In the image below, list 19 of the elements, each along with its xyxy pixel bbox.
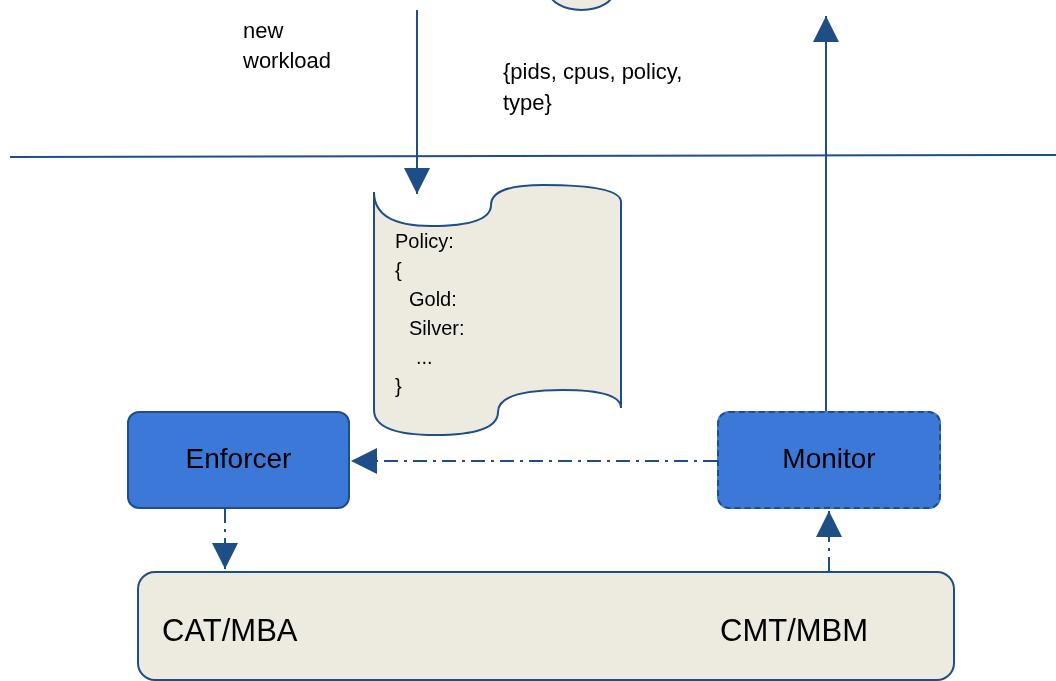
hardware-box	[137, 571, 955, 681]
arrow	[350, 448, 718, 474]
arrow	[212, 508, 238, 570]
component-label: CAT/MBA	[162, 613, 298, 649]
policy-text: ...	[416, 346, 433, 369]
arrow	[404, 9, 430, 195]
data-label: {pids, cpus, policy, type}	[503, 58, 684, 117]
arrow	[813, 15, 839, 412]
policy-text: }	[395, 375, 402, 398]
box-label: Enforcer	[184, 443, 293, 475]
policy-text: Silver:	[409, 317, 465, 340]
arrow	[816, 510, 842, 572]
policy-text: Gold:	[409, 288, 457, 311]
box-label: Monitor	[781, 443, 877, 475]
component-label: CMT/MBM	[720, 613, 869, 649]
process-box	[717, 411, 941, 509]
process-box	[127, 411, 350, 509]
policy-text: Policy:	[395, 230, 454, 253]
policy-text: {	[395, 259, 402, 282]
